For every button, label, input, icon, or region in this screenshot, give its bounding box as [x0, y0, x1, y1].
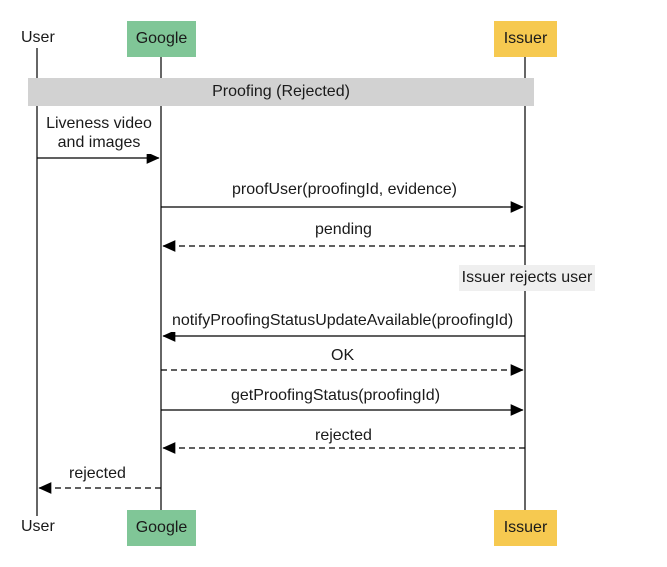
message-label-notify-status: notifyProofingStatusUpdateAvailable(proo… [169, 309, 517, 332]
message-label-ok: OK [328, 344, 358, 367]
group-header-proofing-rejected: Proofing (Rejected) [28, 78, 534, 106]
actor-google-bottom: Google [127, 510, 196, 546]
message-label-pending: pending [312, 218, 375, 241]
actor-issuer-bottom: Issuer [494, 510, 557, 546]
note-issuer-rejects-user: Issuer rejects user [459, 265, 595, 291]
message-label-rejected-user: rejected [66, 462, 129, 485]
actor-google-top: Google [127, 21, 196, 57]
actor-issuer-top: Issuer [494, 21, 557, 57]
message-label-liveness-video: Liveness video and images [45, 112, 153, 154]
message-label-proof-user: proofUser(proofingId, evidence) [229, 178, 461, 201]
message-label-rejected-google: rejected [312, 424, 375, 447]
actor-user-top: User [18, 27, 58, 48]
message-label-get-proofing-status: getProofingStatus(proofingId) [228, 384, 444, 407]
actor-user-bottom: User [18, 516, 58, 537]
